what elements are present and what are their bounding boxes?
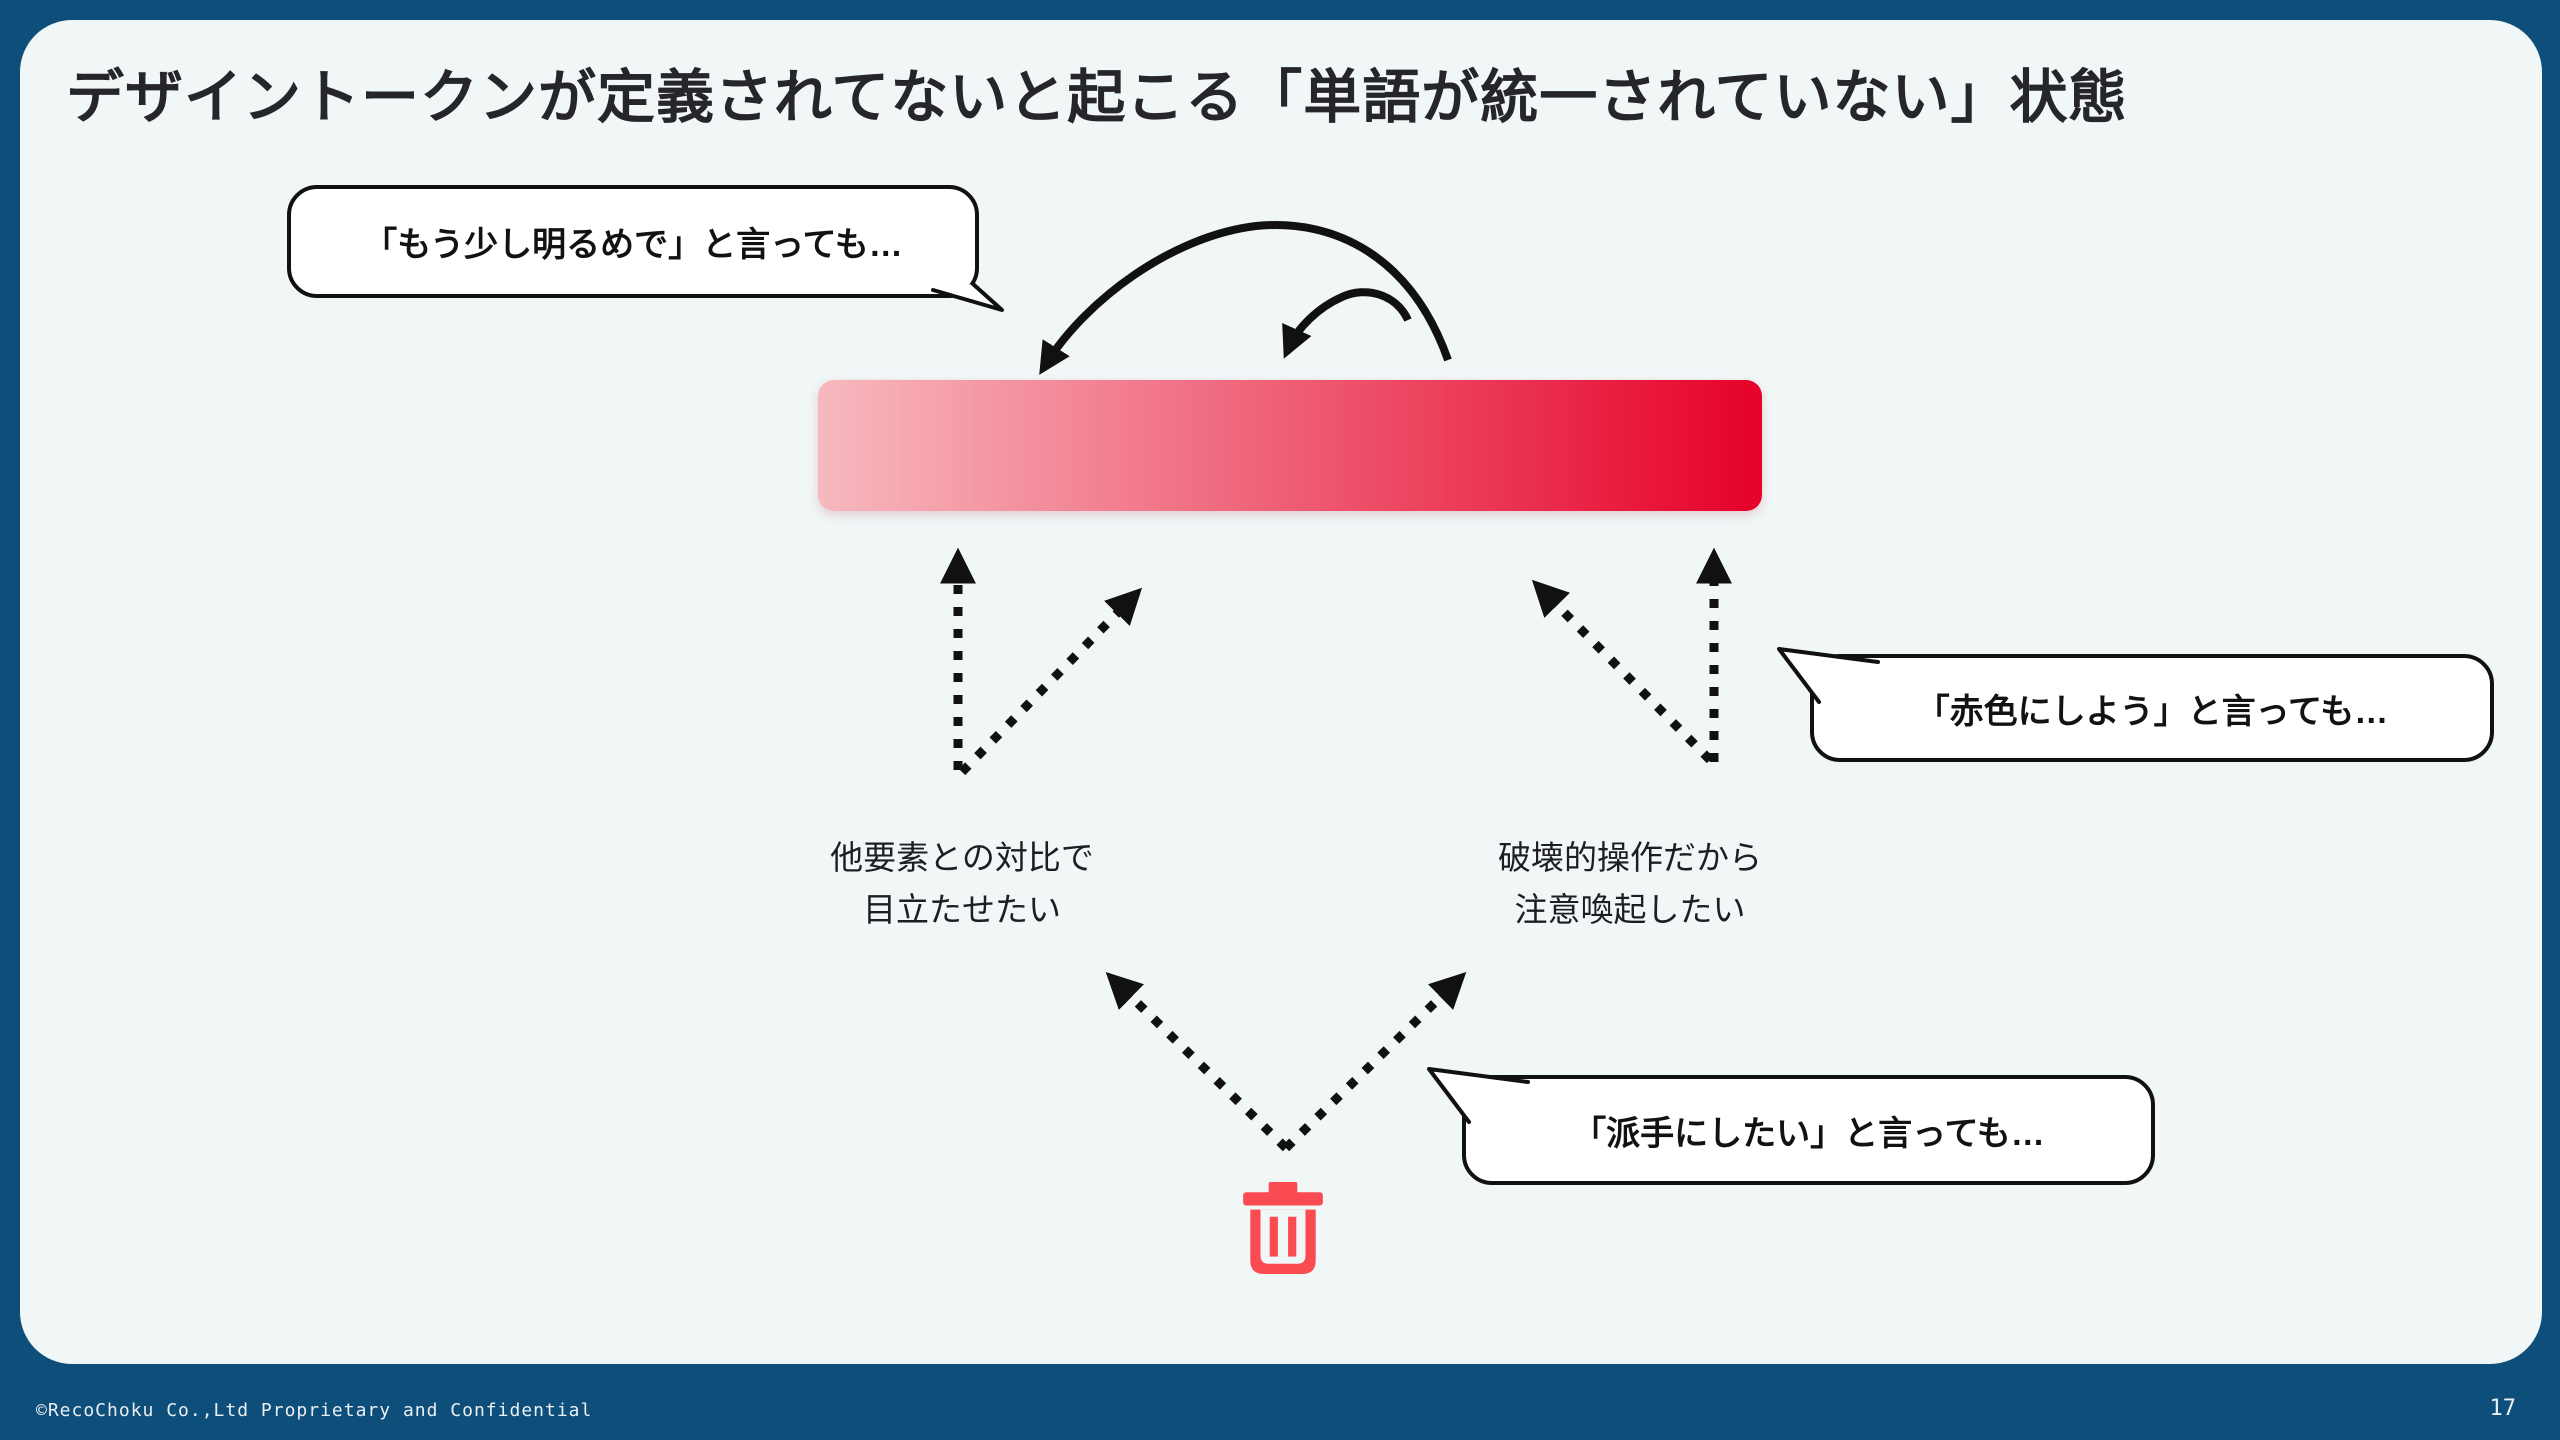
curved-arrow-small [1282, 288, 1412, 359]
label-destructive: 破壊的操作だから 注意喚起したい [1470, 832, 1790, 936]
speech-bubble-flashy-text: 「派手にしたい」と言っても… [1572, 1114, 2045, 1153]
dotted-arrow-bottom-left [1105, 971, 1290, 1152]
page-number: 17 [2489, 1396, 2517, 1421]
dotted-arrow-right-diagonal [1531, 579, 1714, 764]
speech-bubble-red-color-text: 「赤色にしよう」と言っても… [1915, 692, 2389, 731]
speech-bubble-brighter-text: 「もう少し明るめで」と言っても… [363, 226, 903, 264]
speech-bubble-brighter-tail [931, 282, 1004, 312]
label-destructive-line1: 破壊的操作だから [1498, 839, 1762, 876]
label-destructive-line2: 注意喚起したい [1514, 891, 1746, 928]
speech-bubble-red-color: 「赤色にしよう」と言っても… [1810, 654, 2494, 762]
dotted-arrow-bottom-right [1282, 971, 1467, 1152]
label-contrast: 他要素との対比で 目立たせたい [802, 832, 1122, 936]
label-contrast-line2: 目立たせたい [863, 891, 1061, 928]
red-gradient-bar [818, 380, 1762, 511]
label-contrast-line1: 他要素との対比で [830, 839, 1094, 876]
dotted-arrow-left-diagonal [958, 587, 1143, 776]
footer-copyright: ©RecoChoku Co.,Ltd Proprietary and Confi… [36, 1400, 593, 1421]
speech-bubble-red-color-tail [1777, 647, 1880, 704]
speech-bubble-flashy-tail [1427, 1067, 1530, 1124]
curved-arrow-large [1039, 221, 1452, 375]
trash-can-icon [1243, 1182, 1323, 1274]
footer: ©RecoChoku Co.,Ltd Proprietary and Confi… [0, 1392, 2560, 1440]
speech-bubble-flashy: 「派手にしたい」と言っても… [1462, 1075, 2155, 1185]
speech-bubble-brighter: 「もう少し明るめで」と言っても… [287, 185, 979, 298]
page-title: デザイントークンが定義されてないと起こる「単語が統一されていない」状態 [66, 65, 2128, 130]
